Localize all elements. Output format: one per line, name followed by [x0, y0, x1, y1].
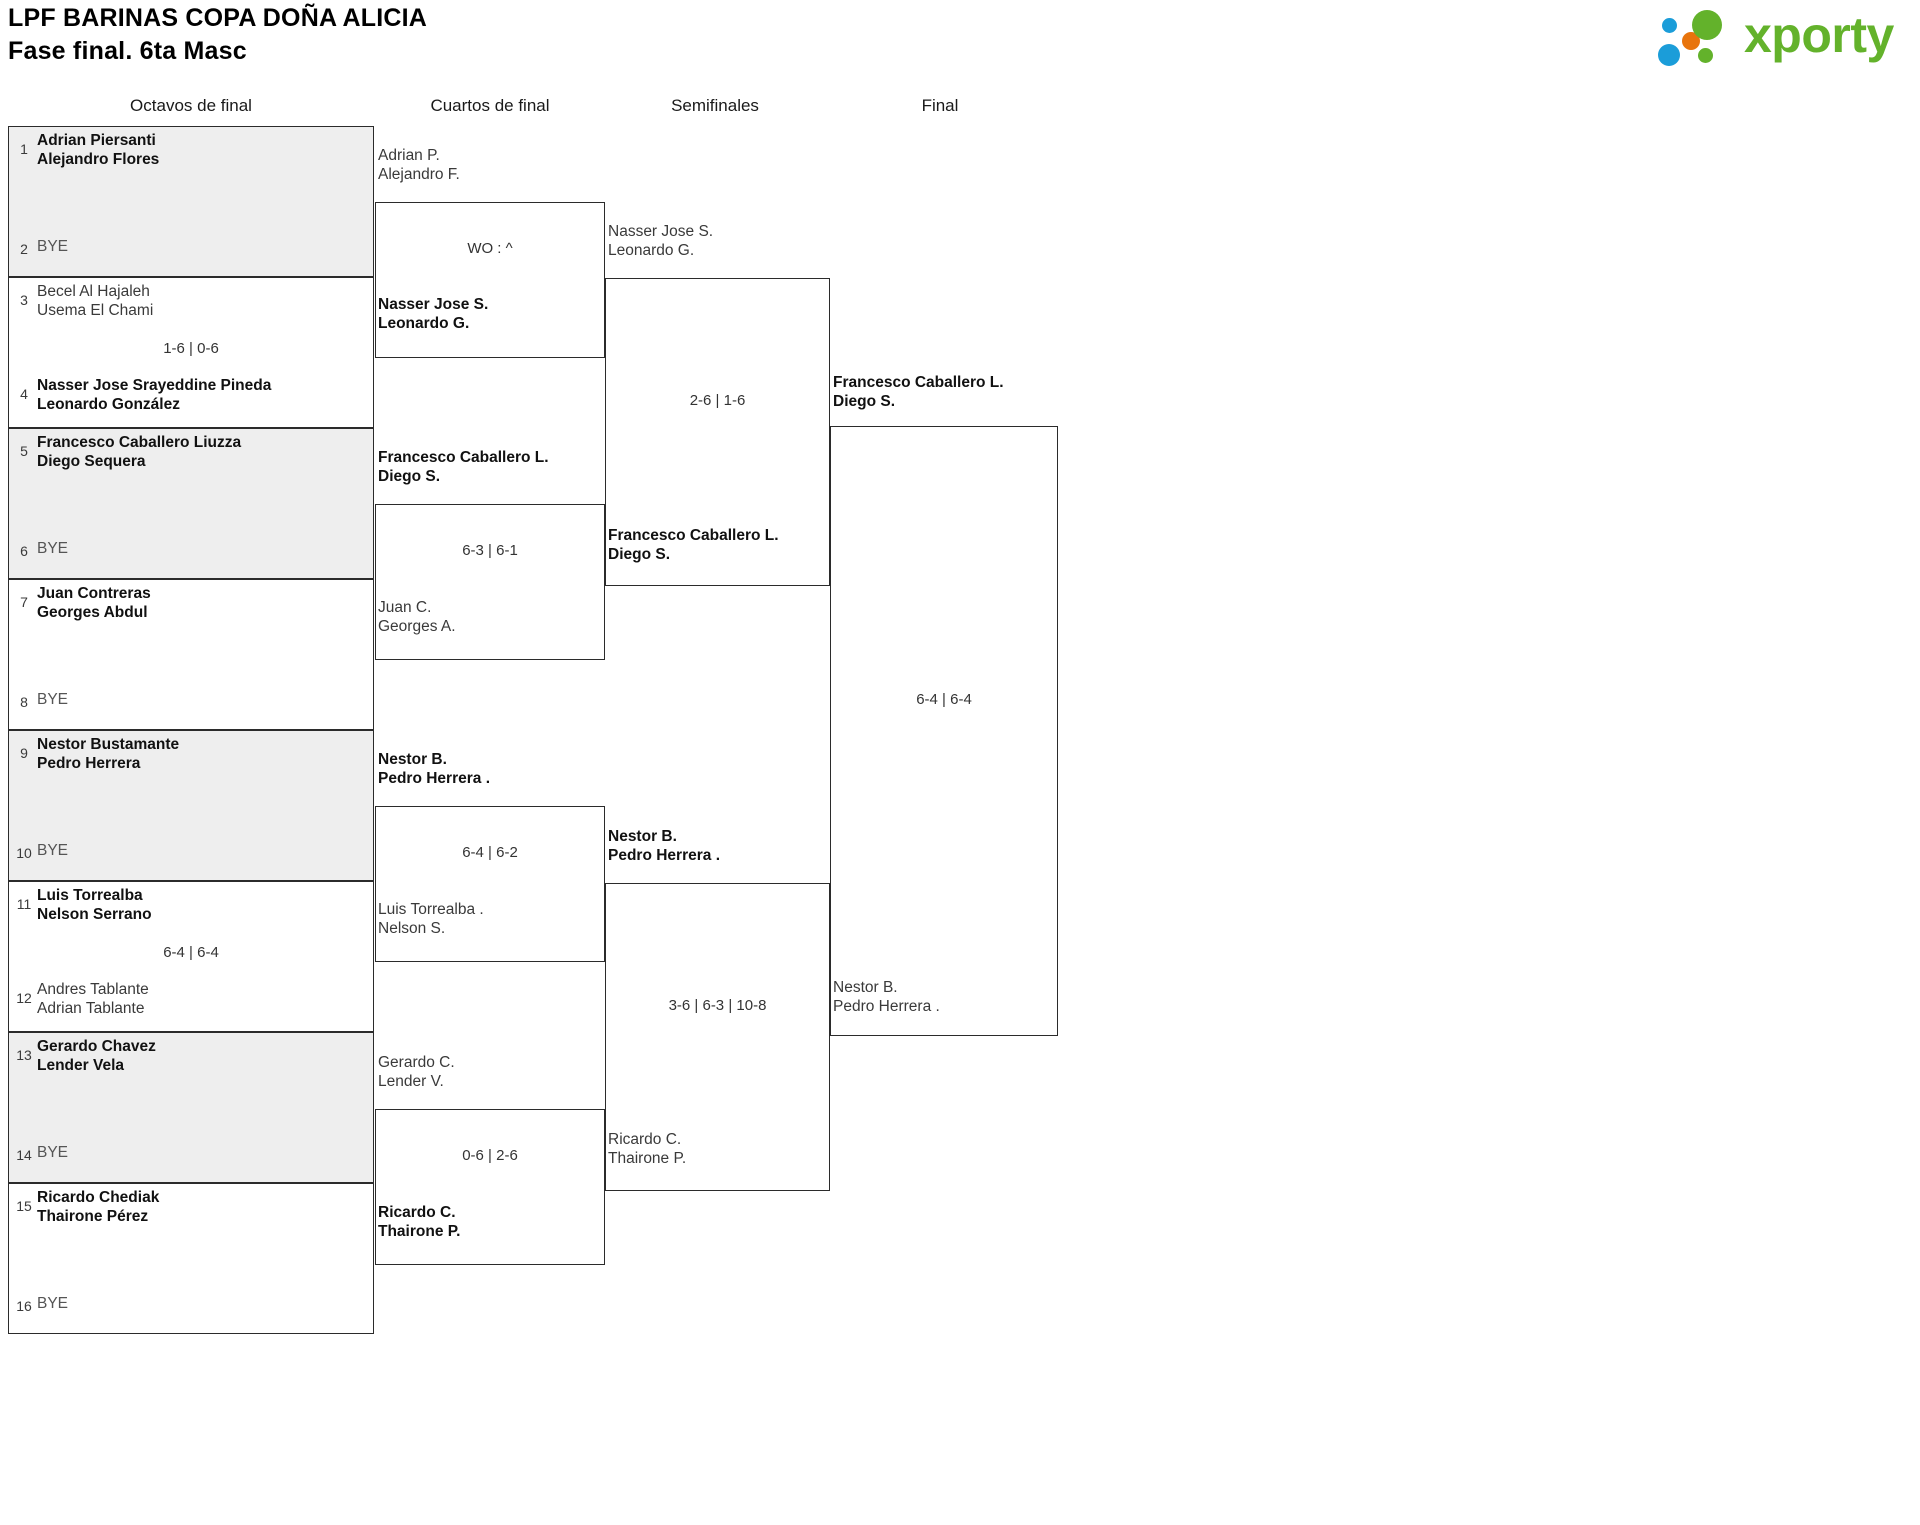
r1-bye-label: BYE: [37, 540, 69, 557]
r2-score: 0-6 | 2-6: [462, 1147, 518, 1164]
r3-entrant-bottom: Francesco Caballero L.Diego S.: [608, 527, 779, 563]
r1-bye-label: BYE: [37, 842, 69, 859]
seed-number: 8: [20, 694, 28, 710]
r2-entrant-top: Nestor B.Pedro Herrera .: [378, 751, 490, 787]
r3-score: 2-6 | 1-6: [689, 392, 746, 409]
seed-number: 6: [20, 543, 28, 559]
seed-number: 10: [16, 845, 32, 861]
seed-number: 14: [16, 1147, 32, 1163]
r4-match-final[interactable]: 6-4 | 6-4: [830, 426, 1058, 1036]
r2-entrant-bottom: Ricardo C.Thairone P.: [378, 1204, 461, 1240]
r2-entrant-bottom: Luis Torrealba .Nelson S.: [378, 901, 484, 937]
r1-bye-label: BYE: [37, 691, 69, 708]
r2-entrant-top: Gerardo C.Lender V.: [378, 1054, 455, 1090]
page-header: LPF BARINAS COPA DOÑA ALICIA Fase final.…: [0, 0, 1920, 90]
logo-dot-green-large: [1692, 10, 1722, 40]
r2-match-3[interactable]: 6-4 | 6-2: [375, 806, 605, 962]
seed-number: 12: [16, 990, 32, 1006]
r2-match-2[interactable]: 6-3 | 6-1: [375, 504, 605, 660]
seed-number: 9: [20, 745, 28, 761]
seed-number: 4: [20, 386, 28, 402]
logo-dot-blue-large: [1658, 44, 1680, 66]
round-header-cuartos: Cuartos de final: [430, 96, 550, 115]
seed-number: 11: [16, 896, 32, 912]
r2-match-4[interactable]: 0-6 | 2-6: [375, 1109, 605, 1265]
seed-number: 16: [16, 1298, 32, 1314]
logo-dot-green-small: [1698, 48, 1713, 63]
seed-number: 2: [20, 241, 28, 257]
r1-bye-label: BYE: [37, 1144, 69, 1161]
tournament-subtitle: Fase final. 6ta Masc: [8, 37, 247, 65]
r2-entrant-bottom: Juan C.Georges A.: [378, 599, 456, 635]
r1-bye-label: BYE: [37, 1295, 69, 1312]
r2-score: 6-3 | 6-1: [462, 542, 518, 559]
r3-score: 3-6 | 6-3 | 10-8: [668, 997, 767, 1014]
tournament-title: LPF BARINAS COPA DOÑA ALICIA: [8, 4, 428, 32]
r4-entrant-top: Francesco Caballero L.Diego S.: [833, 374, 1004, 410]
xporty-logo[interactable]: xporty: [1656, 6, 1906, 68]
seed-number: 1: [20, 141, 28, 157]
seed-number: 5: [20, 443, 28, 459]
seed-number: 13: [16, 1047, 32, 1063]
logo-dot-orange: [1682, 32, 1700, 50]
round-header-octavos: Octavos de final: [130, 96, 252, 115]
r3-match-1[interactable]: 2-6 | 1-6: [605, 278, 830, 586]
round-header-semifinales: Semifinales: [671, 96, 759, 115]
r2-entrant-bottom: Nasser Jose S.Leonardo G.: [378, 296, 489, 332]
r3-match-2[interactable]: 3-6 | 6-3 | 10-8: [605, 883, 830, 1191]
r3-entrant-top: Nestor B.Pedro Herrera .: [608, 828, 720, 864]
r2-entrant-top: Adrian P.Alejandro F.: [378, 147, 460, 183]
seed-number: 3: [20, 292, 28, 308]
seed-number: 7: [20, 594, 28, 610]
r1-bye-label: BYE: [37, 238, 69, 255]
logo-wordmark: xporty: [1744, 7, 1894, 63]
r2-match-1[interactable]: WO : ^: [375, 202, 605, 358]
seed-number: 15: [16, 1198, 32, 1214]
r2-score: WO : ^: [467, 240, 513, 257]
r1-score: 1-6 | 0-6: [163, 340, 219, 357]
logo-dot-blue-small: [1662, 18, 1677, 33]
r2-entrant-top: Francesco Caballero L.Diego S.: [378, 449, 549, 485]
r3-entrant-bottom: Ricardo C.Thairone P.: [608, 1131, 687, 1167]
round-header-final: Final: [921, 96, 959, 115]
r3-entrant-top: Nasser Jose S.Leonardo G.: [608, 223, 714, 259]
r4-entrant-bottom: Nestor B.Pedro Herrera .: [833, 979, 940, 1015]
r1-score: 6-4 | 6-4: [163, 944, 219, 961]
r4-score: 6-4 | 6-4: [916, 691, 972, 708]
r2-score: 6-4 | 6-2: [462, 844, 518, 861]
